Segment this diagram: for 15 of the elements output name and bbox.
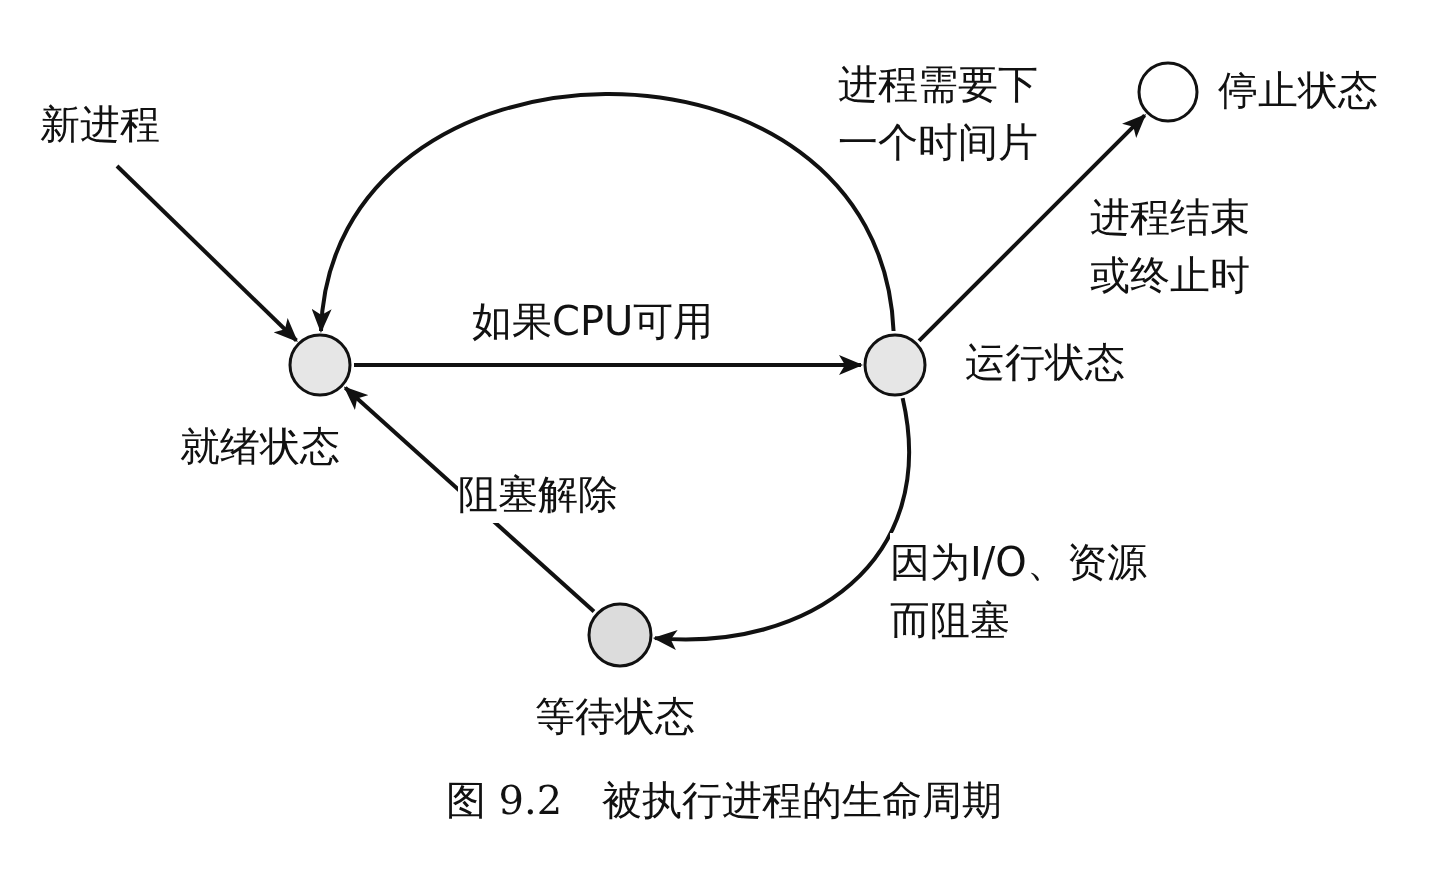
state-label: 就绪状态	[180, 422, 340, 471]
arrow	[917, 113, 1147, 343]
figure-caption: 图 9.2 被执行进程的生命周期	[444, 776, 1004, 825]
state-circle	[863, 333, 927, 397]
state-circle	[288, 333, 352, 397]
state-circle	[587, 602, 653, 668]
arrow	[315, 92, 896, 333]
state-label: 等待状态	[535, 692, 695, 741]
state-circle	[1137, 61, 1199, 123]
state-label: 停止状态	[1218, 66, 1378, 115]
state-label: 运行状态	[965, 338, 1125, 387]
arrow	[652, 397, 911, 649]
arrow	[115, 164, 298, 342]
arrow	[354, 355, 863, 375]
process-label: 新进程	[40, 98, 160, 150]
